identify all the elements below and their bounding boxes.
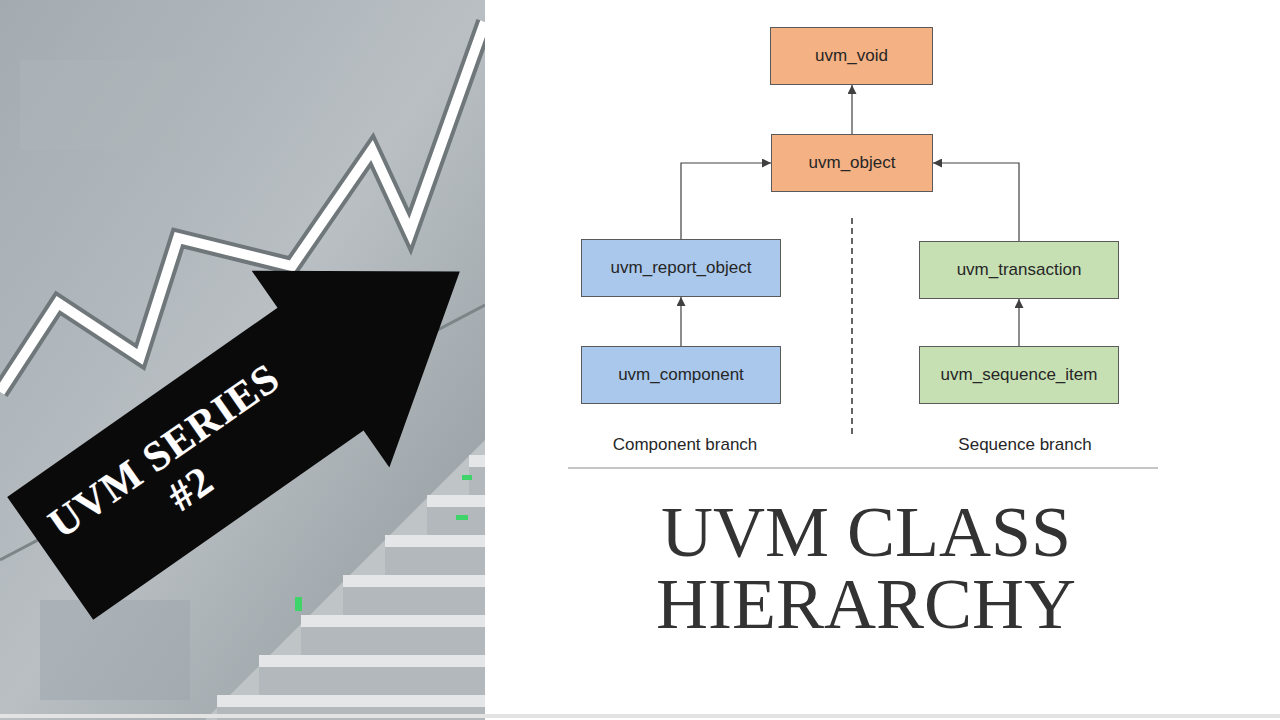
stair-tread (385, 535, 485, 547)
stair-tread (469, 455, 485, 467)
node-text: uvm_transaction (953, 260, 1086, 280)
stair-riser (217, 707, 485, 720)
stair-tread (301, 615, 485, 627)
inheritance-arrow (680, 297, 681, 346)
class-box: uvm_sequence_item (919, 346, 1119, 404)
stair-riser (301, 627, 485, 655)
bottom-strip (0, 714, 1280, 718)
step-light (456, 515, 468, 520)
node-text: uvm_object (805, 153, 900, 173)
inheritance-arrow (1018, 299, 1019, 346)
stair-riser (427, 507, 485, 535)
class-box: uvm_report_object (581, 239, 781, 297)
stair-tread (259, 655, 485, 667)
stair-riser (469, 467, 485, 495)
wall-texture (20, 60, 180, 150)
branch-label: Component branch (585, 435, 785, 455)
inheritance-arrow (933, 163, 1019, 241)
step-light (295, 597, 302, 611)
stair-tread (343, 575, 485, 587)
separator-line (568, 468, 1158, 469)
page-title: UVM CLASS HIERARCHY (566, 496, 1166, 640)
stair-tread (427, 495, 485, 507)
stair-riser (385, 547, 485, 575)
wall-texture (40, 600, 190, 700)
stair-riser (343, 587, 485, 615)
branch-label: Sequence branch (925, 435, 1125, 455)
class-box: uvm_void (770, 27, 933, 85)
node-text: uvm_sequence_item (937, 365, 1102, 385)
class-box: uvm_transaction (919, 241, 1119, 299)
inheritance-arrow (851, 85, 852, 134)
node-text: uvm_report_object (607, 258, 756, 278)
class-box: uvm_object (771, 134, 933, 192)
node-text: uvm_component (614, 365, 748, 385)
step-light (462, 475, 472, 480)
inheritance-arrow (681, 163, 771, 239)
arrow-body (0, 173, 529, 656)
class-box: uvm_component (581, 346, 781, 404)
branch-divider (851, 218, 853, 437)
node-text: uvm_void (811, 46, 892, 66)
stair-tread (217, 695, 485, 707)
stair-riser (259, 667, 485, 695)
